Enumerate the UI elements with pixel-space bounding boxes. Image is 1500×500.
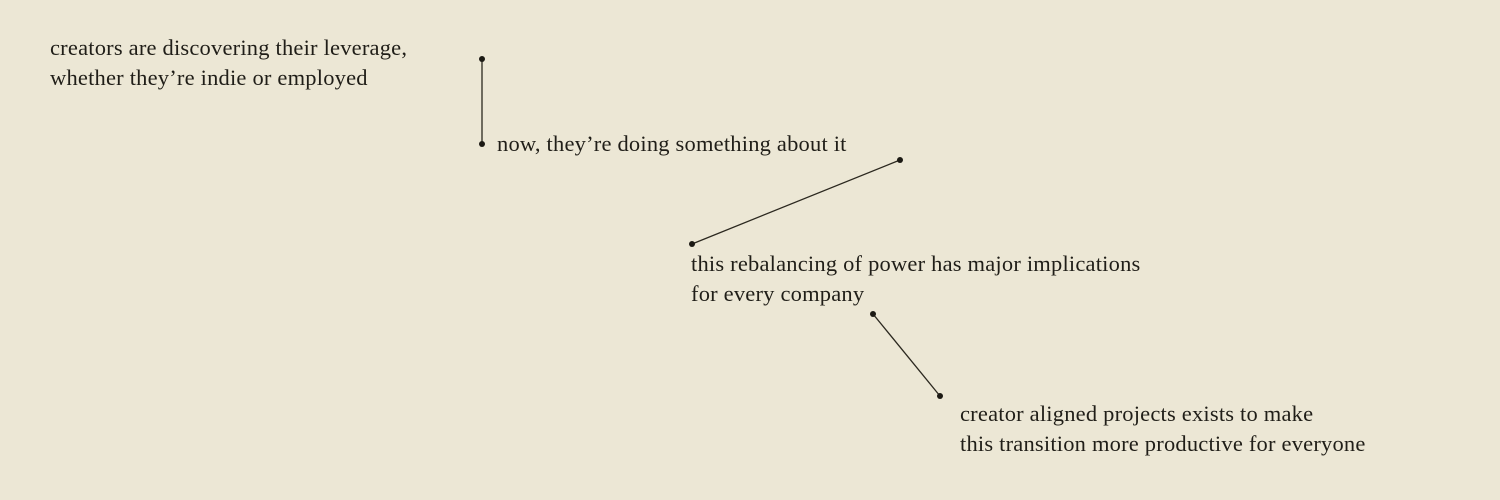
statement-line: now, they’re doing something about it (497, 131, 847, 156)
connector-dot (689, 241, 695, 247)
statement-doing-something: now, they’re doing something about it (497, 129, 847, 159)
statement-rebalancing-power: this rebalancing of power has major impl… (691, 249, 1140, 309)
statement-creator-aligned-projects: creator aligned projects exists to make … (960, 399, 1366, 459)
statement-creators-leverage: creators are discovering their leverage,… (50, 33, 407, 93)
connector-leverage-to-action (479, 56, 485, 147)
statement-line: this rebalancing of power has major impl… (691, 251, 1141, 276)
connector-dot (870, 311, 876, 317)
statement-line: for every company (691, 281, 865, 306)
connector-dot (479, 141, 485, 147)
connector-dot (937, 393, 943, 399)
connector-dot (897, 157, 903, 163)
connector-rebalancing-to-mission (870, 311, 943, 399)
statement-line: creator aligned projects exists to make (960, 401, 1314, 426)
connector-dot (479, 56, 485, 62)
statement-line: this transition more productive for ever… (960, 431, 1366, 456)
statement-line: creators are discovering their leverage, (50, 35, 408, 60)
connector-action-to-rebalancing (689, 157, 903, 247)
statement-line: whether they’re indie or employed (50, 65, 368, 90)
